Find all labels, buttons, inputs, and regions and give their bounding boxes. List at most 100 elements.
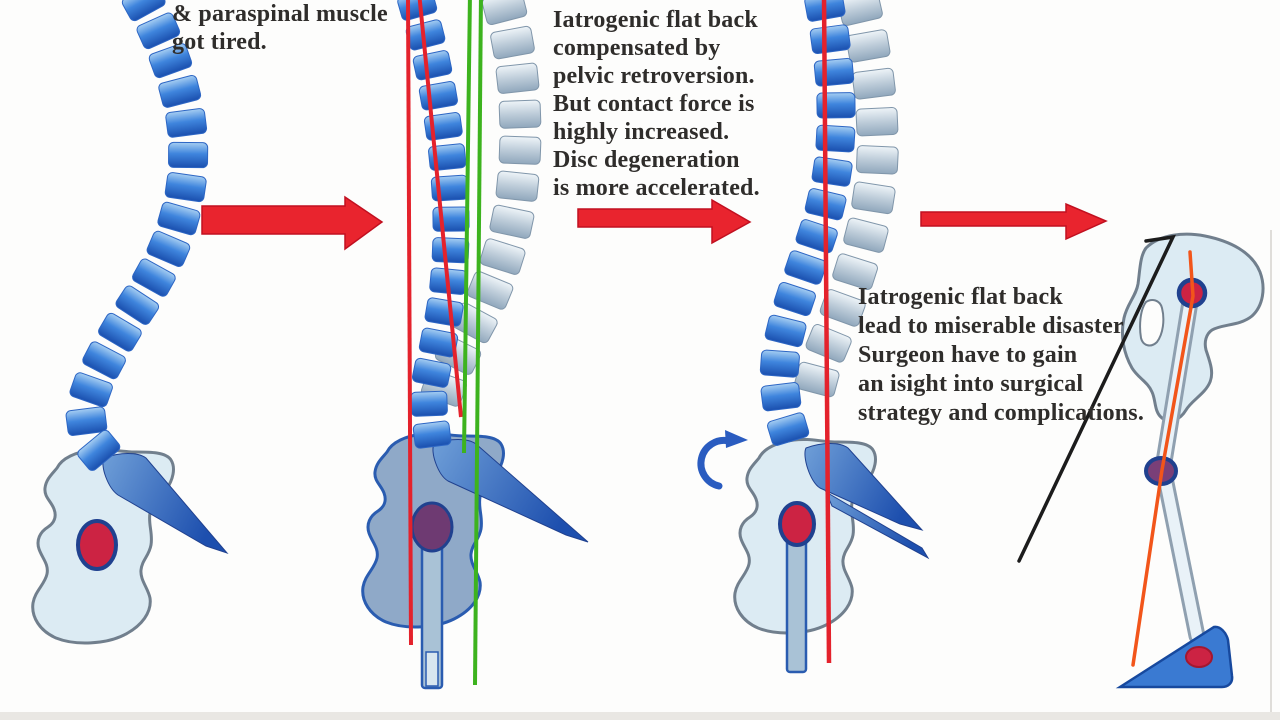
vertebra	[855, 106, 899, 137]
vertebra	[767, 412, 810, 446]
annotation-flat-back-compensated: Iatrogenic flat back compensated by pelv…	[553, 6, 760, 202]
spine-compensated	[759, 0, 856, 446]
vertebra	[431, 237, 470, 264]
annotation-line: got tired.	[172, 29, 267, 55]
vertebra	[115, 285, 160, 325]
vertebra	[851, 67, 896, 100]
annotation-line: Iatrogenic flat back	[553, 7, 758, 33]
spine-previous-gray	[420, 0, 542, 407]
vertebra	[495, 170, 540, 202]
bottom-edge-bar	[0, 712, 1280, 720]
vertebra	[498, 135, 542, 165]
vertebra	[832, 253, 878, 290]
panel-flat-back	[361, 0, 589, 690]
annotation-line: Iatrogenic flat back	[858, 284, 1063, 310]
annotation-line: But contact force is	[553, 91, 755, 117]
vertebra	[479, 238, 526, 275]
vertebra	[851, 181, 896, 215]
rotation-arrowhead	[725, 430, 748, 448]
reference-line-green-short	[462, 0, 472, 454]
vertebra	[498, 99, 542, 129]
spine-normal	[65, 0, 209, 471]
vertebra	[132, 258, 176, 297]
vertebra	[794, 361, 840, 398]
vertebra	[410, 390, 448, 417]
vertebra	[773, 281, 816, 317]
annotation-miserable-disaster: Iatrogenic flat back lead to miserable d…	[858, 283, 1144, 428]
ankle-marker	[1185, 646, 1213, 668]
vertebra	[467, 271, 514, 310]
vertebra	[815, 124, 856, 153]
femoral-stem-rod	[785, 532, 808, 674]
annotation-line: & paraspinal muscle	[172, 1, 388, 27]
vertebra	[77, 429, 121, 471]
vertebra	[146, 230, 191, 268]
panel-pelvic-retroversion	[697, 0, 930, 674]
rod-tip	[425, 651, 439, 687]
vertebra	[481, 0, 528, 25]
femoral-head	[410, 501, 454, 553]
sacrum-wedge	[102, 453, 229, 555]
tilt-axis-black	[1017, 234, 1176, 563]
annotation-muscle-fatigue: & paraspinal muscle got tired.	[172, 0, 388, 56]
vertebra	[65, 406, 108, 436]
vertebra	[82, 341, 126, 380]
flow-arrow-1	[201, 195, 384, 251]
vertebra	[157, 201, 201, 236]
panel-sagittal-balance	[1017, 232, 1265, 689]
annotation-line: Disc degeneration	[553, 147, 740, 173]
vertebra	[412, 420, 452, 449]
annotation-line: an isight into surgical	[858, 371, 1084, 397]
vertebra	[843, 217, 889, 253]
vertebra	[418, 81, 458, 111]
vertebra	[98, 312, 142, 352]
vertebra	[432, 206, 470, 232]
annotation-line: lead to miserable disaster	[858, 313, 1124, 339]
vertebra	[489, 204, 535, 239]
flow-arrow-3	[920, 202, 1108, 241]
vertebra	[424, 297, 464, 327]
plumb-line-red	[821, 0, 832, 664]
annotation-line: is more accelerated.	[553, 175, 760, 201]
vertebra	[759, 349, 800, 378]
vertebra	[784, 250, 827, 285]
vertebra	[168, 141, 209, 169]
vertebra	[412, 50, 453, 81]
foot-wedge	[1115, 625, 1234, 689]
vertebra	[764, 314, 807, 348]
axis-line-red-tilted	[417, 0, 463, 418]
sacrum-wedge	[804, 443, 924, 531]
vertebra	[819, 289, 866, 327]
annotation-line: Surgeon have to gain	[858, 342, 1078, 368]
annotation-line: pelvic retroversion.	[553, 63, 755, 89]
vertebra	[418, 327, 459, 358]
vertebra	[158, 74, 202, 108]
vertebra	[760, 382, 802, 412]
vertebra	[397, 0, 438, 21]
panel-normal-spine	[31, 0, 229, 645]
vertebra	[813, 57, 855, 87]
vertebra	[845, 29, 891, 63]
vertebra	[121, 0, 166, 22]
retroversion-rotation-arrow	[697, 436, 733, 490]
pelvis-notch	[1139, 299, 1165, 347]
mechanical-axis-orange	[1131, 250, 1195, 667]
vertebra	[148, 43, 193, 79]
vertebra	[490, 25, 535, 60]
vertebra	[69, 372, 113, 408]
vertebra	[855, 145, 899, 175]
vertebra	[811, 156, 853, 187]
femoral-head	[76, 519, 118, 571]
reference-line-green-long	[473, 0, 483, 686]
vertebra	[164, 172, 207, 203]
plumb-line-red	[406, 0, 413, 646]
flow-arrow-2	[577, 198, 752, 245]
vertebra	[495, 62, 540, 94]
femoral-head	[778, 501, 816, 547]
vertebra	[795, 219, 838, 254]
vertebra	[136, 12, 181, 50]
vertebra	[809, 24, 851, 55]
annotation-line: compensated by	[553, 35, 721, 61]
